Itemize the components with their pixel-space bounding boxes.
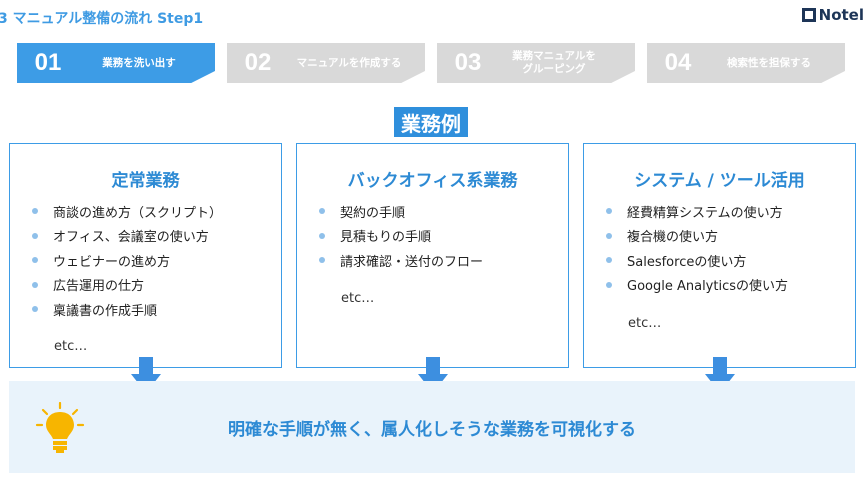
bullet-icon (32, 257, 38, 264)
bullet-icon (319, 208, 325, 215)
logo-text: Notel (818, 6, 864, 24)
bullet-icon (32, 232, 38, 239)
list-item: オフィス、会議室の使い方 (32, 224, 222, 249)
list-item: 複合機の使い方 (606, 224, 788, 249)
bullet-icon (606, 281, 612, 288)
card-title: 定常業務 (111, 171, 180, 191)
etc-text: etc… (54, 339, 88, 354)
list-item: 契約の手順 (319, 199, 483, 224)
step-number: 01 (34, 49, 62, 76)
etc-text: etc… (341, 291, 375, 306)
list-item: 商談の進め方（スクリプト） (32, 199, 222, 224)
bullet-icon (606, 257, 612, 264)
step-label: 業務を洗い出す (102, 56, 176, 69)
list-item: 請求確認・送付のフロー (319, 248, 483, 273)
card-routine-work: 定常業務 商談の進め方（スクリプト） オフィス、会議室の使い方 ウェビナーの進め… (9, 143, 282, 368)
list-item: ウェビナーの進め方 (32, 248, 222, 273)
card-list: 商談の進め方（スクリプト） オフィス、会議室の使い方 ウェビナーの進め方 広告運… (32, 199, 222, 322)
step-number: 03 (454, 49, 482, 76)
step-label: 業務マニュアルを グルーピング (512, 50, 596, 75)
list-item: 稟議書の作成手順 (32, 297, 222, 322)
bullet-icon (32, 281, 38, 288)
list-item: 経費精算システムの使い方 (606, 199, 788, 224)
list-item: 広告運用の仕方 (32, 273, 222, 298)
step-01: 01 業務を洗い出す (17, 43, 215, 83)
bullet-icon (32, 306, 38, 313)
card-list: 経費精算システムの使い方 複合機の使い方 Salesforceの使い方 Goog… (606, 199, 788, 297)
card-system-tools: システム / ツール活用 経費精算システムの使い方 複合機の使い方 Salesf… (583, 143, 856, 368)
list-item: Google Analyticsの使い方 (606, 273, 788, 298)
etc-text: etc… (628, 316, 662, 331)
conclusion-message: 明確な手順が無く、属人化しそうな業務を可視化する (228, 419, 636, 440)
card-back-office: バックオフィス系業務 契約の手順 見積もりの手順 請求確認・送付のフロー etc… (296, 143, 569, 368)
page-title: 3 マニュアル整備の流れ Step1 (0, 11, 204, 27)
list-item: 見積もりの手順 (319, 224, 483, 249)
card-title: バックオフィス系業務 (347, 171, 518, 191)
list-item: Salesforceの使い方 (606, 248, 788, 273)
brand-logo: Notel (801, 6, 864, 24)
step-label: マニュアルを作成する (296, 56, 402, 69)
conclusion-banner: 明確な手順が無く、属人化しそうな業務を可視化する (9, 381, 855, 473)
step-progress: 01 業務を洗い出す 02 マニュアルを作成する 03 業務マニュアルを グルー… (17, 43, 845, 83)
notel-logo-icon (801, 8, 816, 22)
lightbulb-icon (35, 402, 85, 453)
step-label: 検索性を担保する (727, 56, 811, 69)
step-number: 04 (664, 49, 692, 76)
step-02: 02 マニュアルを作成する (227, 43, 425, 83)
bullet-icon (606, 232, 612, 239)
bullet-icon (32, 208, 38, 215)
step-03: 03 業務マニュアルを グルーピング (437, 43, 635, 83)
bullet-icon (319, 257, 325, 264)
bullet-icon (319, 232, 325, 239)
card-title: システム / ツール活用 (634, 171, 805, 191)
step-04: 04 検索性を担保する (647, 43, 845, 83)
section-title: 業務例 (394, 107, 468, 137)
card-list: 契約の手順 見積もりの手順 請求確認・送付のフロー (319, 199, 483, 273)
step-number: 02 (244, 49, 272, 76)
bullet-icon (606, 208, 612, 215)
